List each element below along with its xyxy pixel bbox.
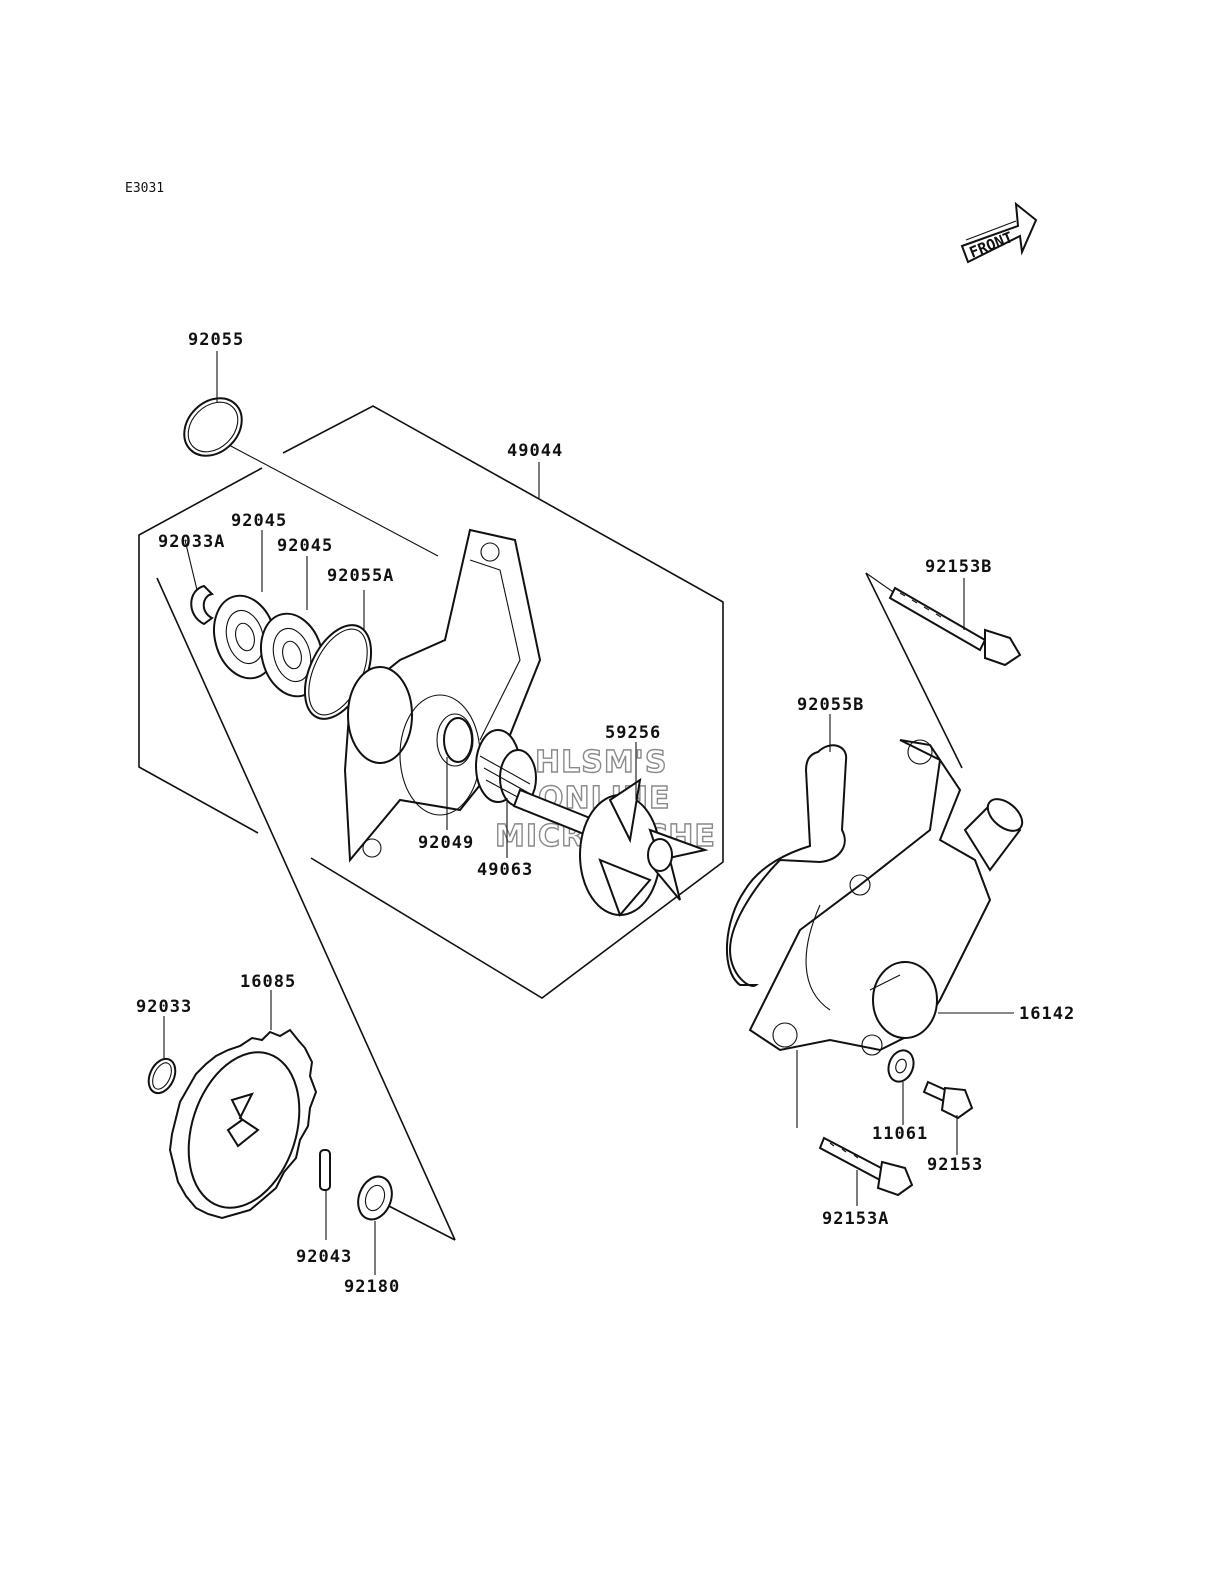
- label-92045-b: 92045: [277, 536, 333, 556]
- gear-group-outline: [156, 577, 456, 1241]
- gear-16085: [168, 1028, 318, 1220]
- label-16142: 16142: [1019, 1004, 1075, 1024]
- label-92055a: 92055A: [327, 566, 394, 586]
- front-label: FRONT: [967, 228, 1016, 262]
- label-92153a: 92153A: [822, 1209, 889, 1229]
- label-92033a: 92033A: [158, 532, 225, 552]
- label-59256: 59256: [605, 723, 661, 743]
- bolt-92153b: [888, 586, 1022, 667]
- svg-text:HLSM'S: HLSM'S: [535, 745, 667, 780]
- impeller-59256: [512, 777, 709, 917]
- circlip-92033: [147, 1057, 177, 1095]
- washer-92180: [357, 1175, 393, 1221]
- label-92153: 92153: [927, 1155, 983, 1175]
- label-92049: 92049: [418, 833, 474, 853]
- bearing-92045-a: [213, 594, 277, 680]
- label-11061: 11061: [872, 1124, 928, 1144]
- front-arrow-icon: FRONT: [960, 201, 1038, 264]
- label-49044: 49044: [507, 441, 563, 461]
- label-92180: 92180: [344, 1277, 400, 1297]
- bolt-92153a: [818, 1136, 914, 1197]
- bolt-92153: [922, 1080, 974, 1120]
- leader-lines: [163, 351, 1014, 1275]
- gasket-92055b: [725, 744, 848, 987]
- label-92055b: 92055B: [797, 695, 864, 715]
- pump-cover-16142: [748, 739, 1024, 1056]
- washer-11061: [887, 1049, 915, 1083]
- diagram-code: E3031: [125, 181, 164, 196]
- label-92043: 92043: [296, 1247, 352, 1267]
- pump-body: [343, 528, 542, 863]
- circlip-92033a: [190, 584, 215, 626]
- seal-92049: [443, 717, 473, 763]
- pin-92043: [319, 1149, 331, 1191]
- label-92153b: 92153B: [925, 557, 992, 577]
- label-92045-a: 92045: [231, 511, 287, 531]
- label-49063: 49063: [477, 860, 533, 880]
- label-92055: 92055: [188, 330, 244, 350]
- label-92033: 92033: [136, 997, 192, 1017]
- label-16085: 16085: [240, 972, 296, 992]
- mechanical-seal-49063: [475, 729, 537, 807]
- o-ring-92055: [183, 397, 243, 457]
- assembly-box-outline: [138, 405, 724, 999]
